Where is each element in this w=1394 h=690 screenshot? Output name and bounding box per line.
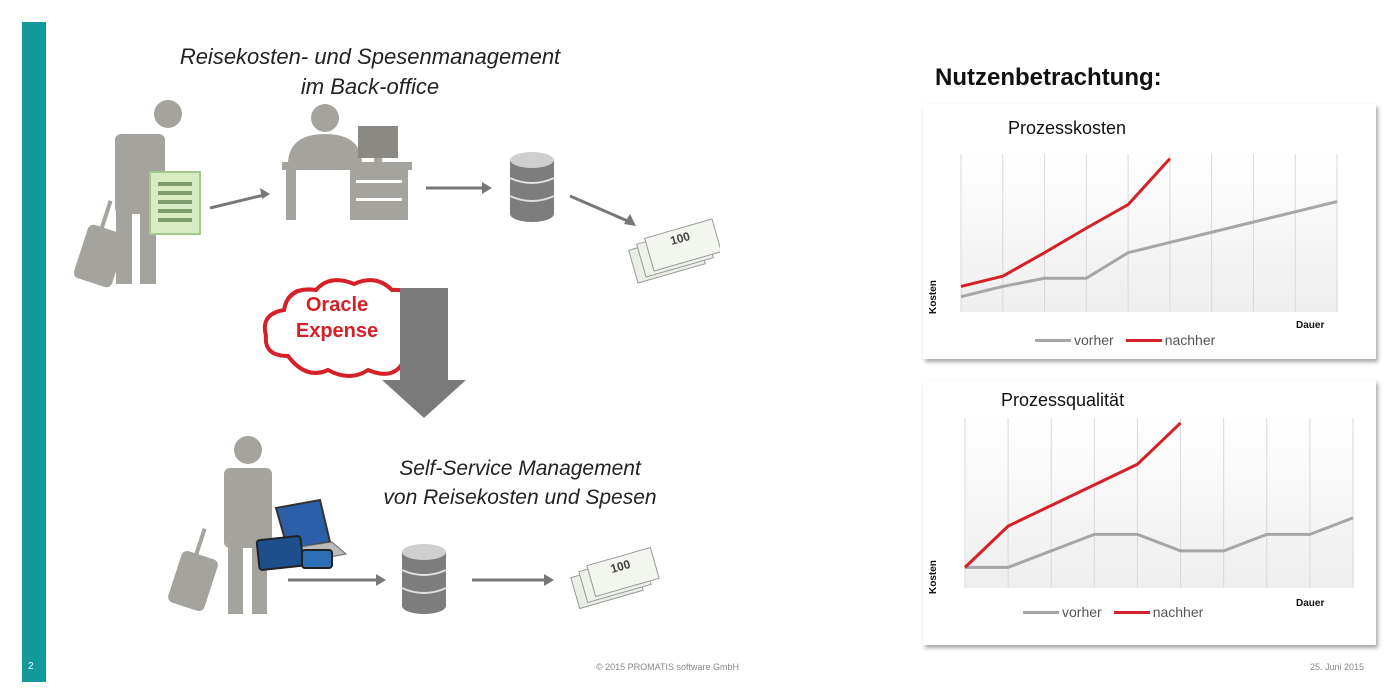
- footer-date: 25. Juni 2015: [1310, 662, 1365, 672]
- selfservice-process-diagram: 100: [168, 436, 660, 614]
- plot-area: [961, 154, 1337, 312]
- legend-label: vorher: [1074, 332, 1114, 348]
- traveler-icon: [73, 100, 182, 288]
- cloud-line1: Oracle: [305, 294, 369, 316]
- backoffice-title-line2: im Back-office: [300, 74, 440, 99]
- page-number: 2: [28, 661, 34, 672]
- series-line-vorher: [960, 200, 1338, 299]
- banknotes-icon: 100: [628, 218, 720, 284]
- phone-icon: [301, 549, 333, 569]
- legend-item-nachher: nachher: [1113, 604, 1204, 620]
- selfservice-title-line1: Self-Service Management: [399, 457, 641, 480]
- page-heading: Nutzenbetrachtung:: [935, 64, 1162, 91]
- series-line-nachher: [960, 157, 1171, 288]
- legend-label: nachher: [1164, 332, 1216, 348]
- legend-label: nachher: [1152, 604, 1204, 620]
- legend-item-nachher: nachher: [1125, 332, 1216, 348]
- x-axis-label: Dauer: [1296, 320, 1325, 331]
- chart-legend: vorher nachher: [1023, 604, 1215, 620]
- cloud-line2: Expense: [295, 320, 379, 342]
- legend-swatch-nachher: [1113, 610, 1150, 614]
- down-arrow-icon: [382, 288, 466, 418]
- selfservice-title: Self-Service Management von Reisekosten …: [340, 454, 700, 512]
- banknotes-icon-2: 100: [570, 546, 660, 610]
- document-icon: [149, 171, 201, 235]
- desk-worker-icon: [282, 104, 412, 220]
- chart-title: Prozesskosten: [1008, 118, 1127, 138]
- tablet-icon: [255, 535, 305, 571]
- chart-prozesskosten-svg: [960, 154, 1338, 312]
- chart-prozessqualitaet-svg: [963, 418, 1354, 588]
- series-line-vorher: [965, 516, 1354, 569]
- legend-item-vorher: vorher: [1035, 332, 1114, 348]
- chart-legend: vorher nachher: [1035, 332, 1227, 348]
- chart-title: Prozessqualität: [1001, 390, 1125, 410]
- backoffice-title: Reisekosten- und Spesenmanagement im Bac…: [130, 42, 610, 102]
- oracle-expense-label: Oracle Expense: [262, 292, 412, 344]
- chart-prozessqualitaet: Prozessqualität Kosten Dauer vorher nach…: [923, 380, 1376, 645]
- series-line-nachher: [963, 421, 1182, 569]
- legend-swatch-vorher: [1023, 610, 1059, 614]
- accent-bar: [22, 22, 46, 682]
- legend-label: vorher: [1062, 604, 1102, 620]
- legend-swatch-nachher: [1125, 338, 1162, 342]
- oracle-expense-graphic: [262, 278, 466, 418]
- selfservice-title-line2: von Reisekosten und Spesen: [383, 486, 657, 509]
- banknote-value-2: 100: [609, 557, 632, 576]
- y-axis-label: Kosten: [928, 560, 939, 594]
- x-axis-label: Dauer: [1296, 598, 1325, 609]
- footer-copyright: © 2015 PROMATIS software GmbH: [596, 662, 740, 672]
- backoffice-title-line1: Reisekosten- und Spesenmanagement: [179, 44, 561, 69]
- banknote-value: 100: [669, 229, 692, 248]
- traveler-with-devices-icon: [168, 436, 272, 614]
- backoffice-process-diagram: 100: [73, 100, 720, 288]
- legend-item-vorher: vorher: [1023, 604, 1102, 620]
- database-icon-2: [401, 544, 447, 614]
- arrow-3: [569, 194, 631, 224]
- database-icon: [509, 152, 555, 222]
- chart-prozesskosten: Prozesskosten Kosten Dauer vorher nachhe…: [923, 104, 1376, 359]
- legend-swatch-vorher: [1035, 338, 1071, 342]
- arrow-1: [209, 192, 269, 210]
- y-axis-label: Kosten: [928, 280, 939, 314]
